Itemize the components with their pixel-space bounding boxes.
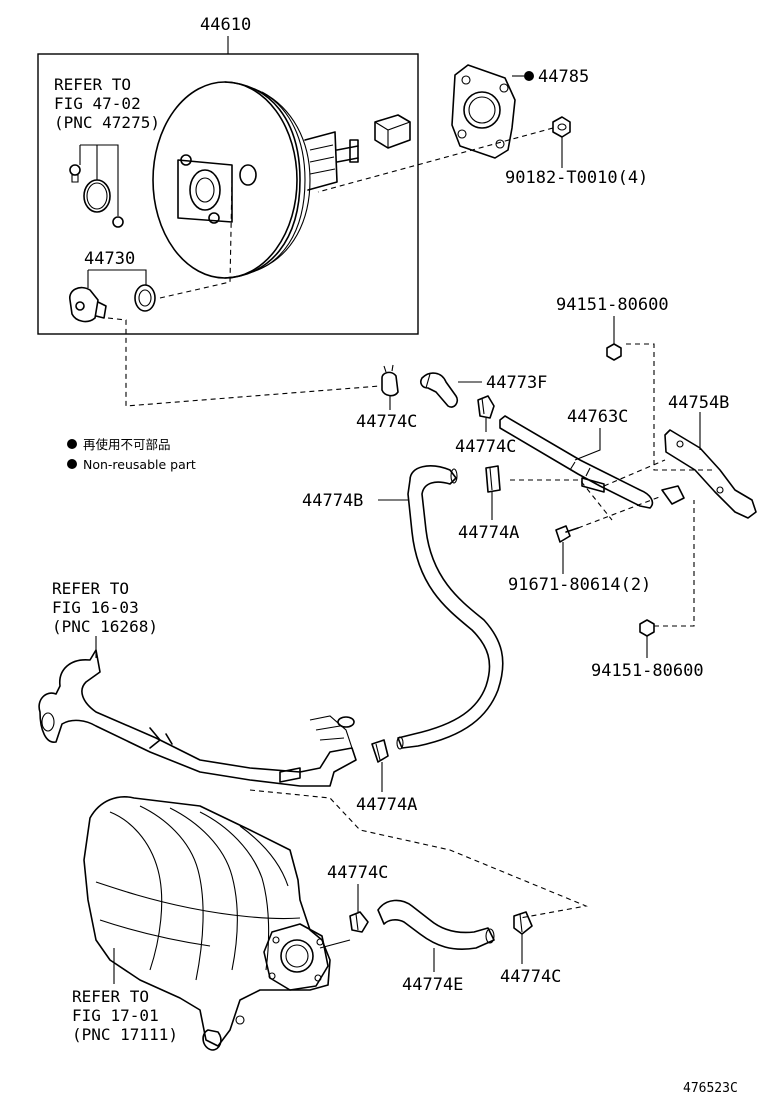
clamp-a2 <box>371 739 389 763</box>
clip-c4 <box>513 911 533 935</box>
clamp-a1 <box>485 465 501 493</box>
legend-line1: 再使用不可部品 <box>83 437 171 452</box>
ref2-line3: (PNC 16268) <box>52 617 158 636</box>
tube-44763c <box>499 415 654 509</box>
label-hose-b: 44774B <box>302 491 363 511</box>
ref3-line3: (PNC 17111) <box>72 1025 178 1044</box>
ref3-line1: REFER TO <box>72 987 149 1006</box>
nut-90182 <box>552 116 571 138</box>
clip-c2 <box>477 395 495 419</box>
stud-leader <box>317 127 554 193</box>
nut-bottom-dash <box>654 500 695 627</box>
label-tube-c: 44763C <box>567 407 628 427</box>
clevis <box>374 114 411 149</box>
gasket <box>451 64 516 159</box>
hose-44774e <box>377 899 495 950</box>
diagram-id: 476523C <box>683 1081 738 1096</box>
ref1-line1: REFER TO <box>54 75 131 94</box>
hose-44773f <box>420 372 459 408</box>
label-bracket-b: 44754B <box>668 393 729 413</box>
intake-pipe <box>38 649 357 787</box>
label-clip-c4: 44774C <box>500 967 561 987</box>
bracket-44754b <box>661 429 757 519</box>
grommet-leader <box>159 179 233 299</box>
label-hose-e: 44774E <box>402 975 463 995</box>
label-nut-a: 90182-T0010(4) <box>505 168 648 188</box>
hose-44774b <box>396 465 504 750</box>
ref2-line1: REFER TO <box>52 579 129 598</box>
seal-kit <box>69 144 124 228</box>
label-booster: 44610 <box>200 15 251 35</box>
non-reusable-dot <box>524 71 534 81</box>
legend-line2: Non-reusable part <box>83 457 196 472</box>
bolt-dash <box>577 495 663 529</box>
clamp-dash <box>510 479 613 521</box>
intake-manifold <box>83 796 331 1051</box>
clip-c3 <box>349 911 369 933</box>
lower-dash <box>249 789 588 919</box>
label-nut-b-bottom: 94151-80600 <box>591 661 704 681</box>
label-hose-f: 44773F <box>486 373 547 393</box>
label-nut-b-top: 94151-80600 <box>556 295 669 315</box>
brake-booster <box>152 81 359 279</box>
label-clip-c3: 44774C <box>327 863 388 883</box>
label-clip-c1: 44774C <box>356 412 417 432</box>
clip-c1 <box>381 364 399 397</box>
ref2-line2: FIG 16-03 <box>52 598 139 617</box>
ref3-line2: FIG 17-01 <box>72 1006 159 1025</box>
label-gasket: 44785 <box>538 67 589 87</box>
nut-94151-bottom <box>639 619 655 637</box>
nut-94151-top <box>606 343 622 361</box>
bolt-91671 <box>555 525 579 543</box>
label-clamp-a2: 44774A <box>356 795 417 815</box>
label-bolt: 91671-80614(2) <box>508 575 651 595</box>
vacuum-line-dash <box>107 317 381 407</box>
legend-dot-1 <box>67 439 77 449</box>
tube-dash <box>603 459 666 487</box>
check-valve <box>69 269 156 323</box>
legend-dot-2 <box>67 459 77 469</box>
nut-top-dash <box>626 343 716 471</box>
label-clamp-a1: 44774A <box>458 523 519 543</box>
label-check-valve-kit: 44730 <box>84 249 135 269</box>
ref1-line2: FIG 47-02 <box>54 94 141 113</box>
label-clip-c2: 44774C <box>455 437 516 457</box>
ref1-line3: (PNC 47275) <box>54 113 160 132</box>
